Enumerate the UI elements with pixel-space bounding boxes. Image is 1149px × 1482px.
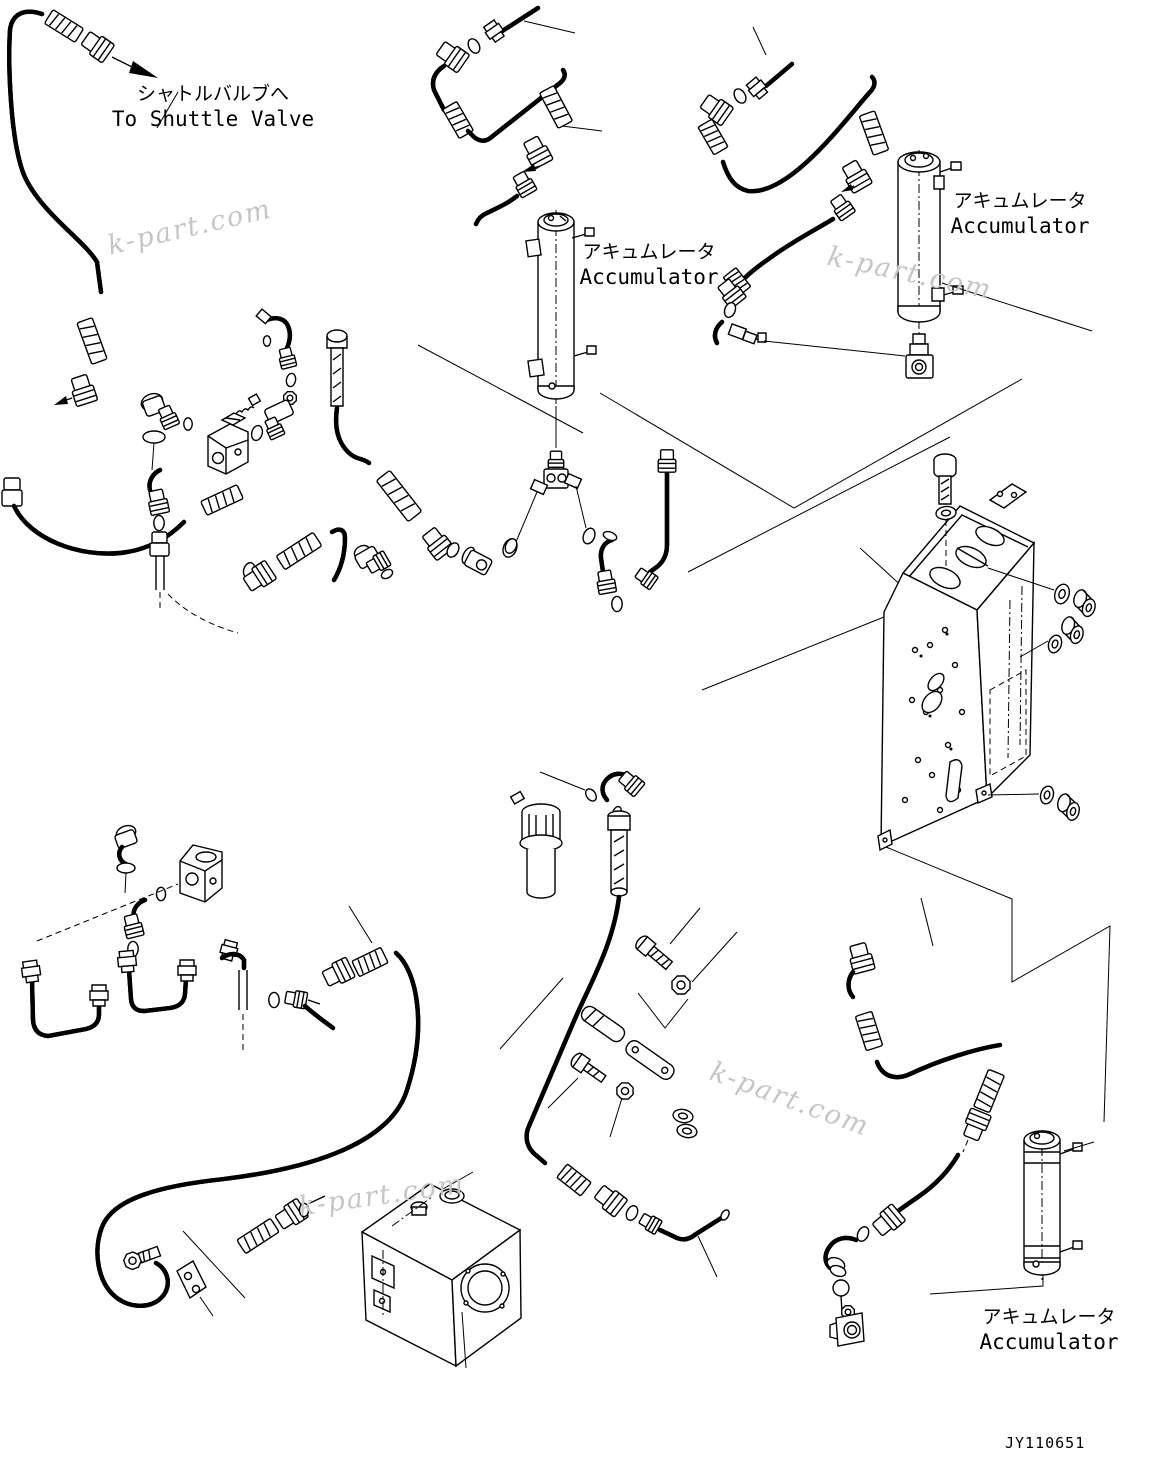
- hose-assembly-top-left: [9, 9, 178, 408]
- filter: [511, 792, 562, 898]
- mounting-bracket: [878, 454, 1100, 850]
- clamp: [623, 1038, 676, 1082]
- label-to-shuttle-valve-en: To Shuttle Valve: [111, 107, 315, 131]
- label-accumulator-top-right-en: Accumulator: [950, 214, 1090, 238]
- bolt: [633, 934, 674, 972]
- valve-cluster-lower-left: [19, 823, 418, 1316]
- elbow-clamp-fitting: [715, 319, 766, 346]
- bolt: [569, 1051, 608, 1085]
- hose-assembly-bottom-right: [825, 898, 1006, 1346]
- hose-assembly-top-right: [697, 27, 905, 356]
- elbow-fitting: [352, 543, 394, 581]
- valve-block: [180, 845, 222, 902]
- filter-clamp-cluster: [500, 768, 737, 1277]
- bolt: [121, 1244, 161, 1272]
- label-accumulator-bottom-right-jp: アキュムレータ: [982, 1306, 1116, 1328]
- label-accumulator-top-right: アキュムレータ Accumulator: [940, 189, 1100, 239]
- clamp: [579, 1004, 627, 1045]
- solenoid-valve-block: [208, 394, 260, 474]
- drawing-number: JY110651: [1005, 1434, 1086, 1452]
- long-fitting-bolt: [608, 811, 630, 896]
- hose-assembly-top-middle: [433, 5, 602, 227]
- label-to-shuttle-valve-jp: シャトルバルブへ: [136, 83, 289, 105]
- label-accumulator-mid: アキュムレータ Accumulator: [569, 240, 729, 290]
- bracket-holes: [903, 628, 965, 813]
- gas-valve: [906, 334, 933, 378]
- section-break-lines: [418, 345, 1110, 1294]
- label-accumulator-bottom-right-en: Accumulator: [979, 1330, 1119, 1354]
- label-to-shuttle-valve: シャトルバルブへ To Shuttle Valve: [98, 82, 328, 132]
- accumulator-top-right: [898, 150, 1092, 378]
- elbow-fitting: [825, 1238, 859, 1278]
- elbow-fitting: [139, 391, 181, 431]
- valve-cluster-mid-left: [139, 309, 520, 633]
- label-accumulator-top-right-jp: アキュムレータ: [953, 190, 1087, 212]
- tube-cluster-center: [594, 449, 677, 613]
- accumulator-middle: [499, 210, 598, 560]
- hose-left-edge: [2, 478, 244, 554]
- label-accumulator-mid-en: Accumulator: [579, 265, 719, 289]
- bracket-bolt: [934, 454, 958, 566]
- tank: [362, 1172, 521, 1368]
- elbow-fitting: [114, 823, 138, 867]
- elbow-fitting: [459, 545, 494, 575]
- gas-valve: [830, 1305, 864, 1346]
- elbow-fitting: [262, 391, 297, 441]
- label-accumulator-bottom-right: アキュムレータ Accumulator: [969, 1305, 1129, 1355]
- accumulator-bottom-right: [1024, 1130, 1094, 1280]
- label-accumulator-mid-jp: アキュムレータ: [582, 241, 716, 263]
